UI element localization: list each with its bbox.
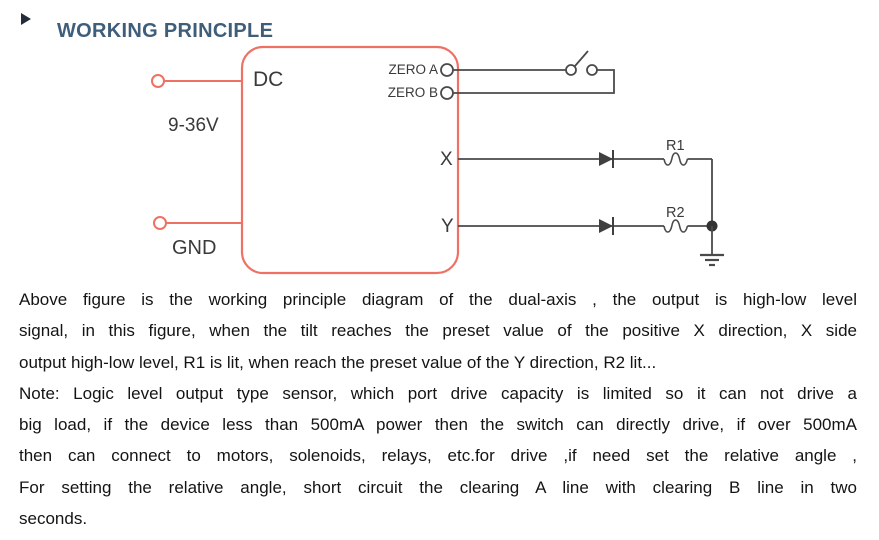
body-text-line: Above figure is the working principle di…: [19, 290, 857, 309]
power-terminal-circle: [151, 74, 165, 88]
power-label: 9-36V: [168, 115, 219, 136]
x-label: X: [440, 149, 453, 170]
switch-left-contact: [565, 64, 577, 76]
page-title: WORKING PRINCIPLE: [57, 20, 274, 43]
sensor-box-outline: [240, 45, 460, 275]
body-text-line: seconds.: [19, 509, 88, 529]
working-principle-diagram: DC 9-36V GND ZERO A ZERO B X Y R1 R2: [151, 45, 724, 275]
body-text-line: output high-low level, R1 is lit, when r…: [19, 352, 657, 372]
y-diode-icon: [599, 219, 613, 233]
r2-resistor-icon: [663, 219, 689, 233]
gnd-terminal-circle: [153, 216, 167, 230]
switch-right-contact: [586, 64, 598, 76]
zero-b-terminal-circle: [440, 86, 454, 100]
bullet-triangle-icon: [21, 13, 31, 25]
circuit-svg: [151, 45, 724, 275]
body-text-line: Note: Logic level output type sensor, wh…: [19, 383, 857, 403]
body-text: Above figure is the working principle di…: [19, 284, 857, 534]
r2-label: R2: [666, 205, 685, 221]
r1-resistor-icon: [663, 152, 689, 166]
zero-a-label: ZERO A: [388, 62, 438, 77]
y-label: Y: [441, 216, 454, 237]
gnd-label: GND: [172, 237, 217, 259]
body-text-line: big load, if the device less than 500mA …: [19, 415, 857, 435]
zero-b-return-wire: [453, 69, 615, 94]
r1-label: R1: [666, 138, 685, 154]
zero-b-label: ZERO B: [387, 85, 438, 100]
switch-lever: [574, 50, 589, 67]
zero-a-terminal-circle: [440, 63, 454, 77]
dc-label: DC: [253, 68, 284, 91]
body-text-line: signal, in this figure, when the tilt re…: [19, 321, 857, 341]
body-text-line: For setting the relative angle, short ci…: [19, 477, 857, 497]
body-text-line: then can connect to motors, solenoids, r…: [19, 446, 857, 466]
x-diode-icon: [599, 152, 613, 166]
